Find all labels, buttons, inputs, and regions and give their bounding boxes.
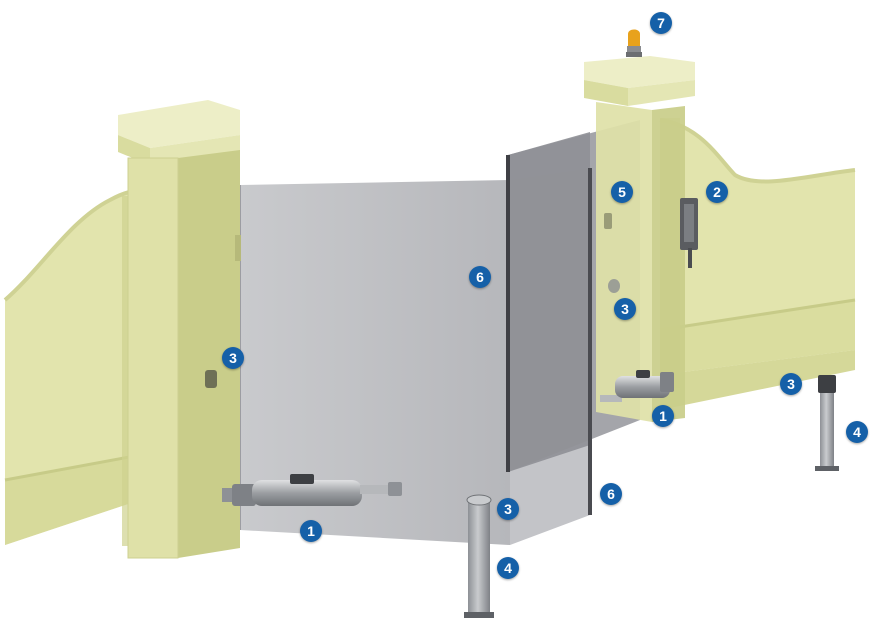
- marker-3-left-pillar: 3: [222, 347, 244, 369]
- marker-4-right: 4: [846, 421, 868, 443]
- marker-3-right-pillar: 3: [614, 298, 636, 320]
- marker-6-top: 6: [469, 266, 491, 288]
- marker-3-right-post: 3: [780, 373, 802, 395]
- marker-2: 2: [706, 181, 728, 203]
- marker-6-bottom: 6: [600, 483, 622, 505]
- marker-4-front: 4: [497, 557, 519, 579]
- marker-7: 7: [650, 12, 672, 34]
- left-wall: [3, 189, 141, 546]
- left-actuator: [222, 474, 402, 506]
- photocell-post-right: [815, 375, 839, 471]
- right-actuator: [600, 370, 674, 402]
- left-pillar: [118, 100, 241, 559]
- marker-5: 5: [611, 181, 633, 203]
- photocell-post-front: [464, 494, 494, 618]
- key-selector-box: [680, 198, 698, 268]
- marker-3-front-post: 3: [497, 498, 519, 520]
- flashing-light: [626, 29, 642, 57]
- marker-1-right: 1: [652, 405, 674, 427]
- marker-1-left: 1: [300, 520, 322, 542]
- right-pillar: [584, 56, 695, 422]
